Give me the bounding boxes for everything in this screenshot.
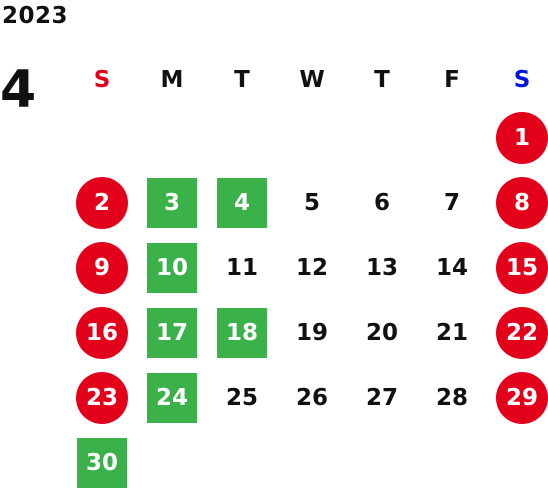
day-number: 8 [496,176,548,229]
calendar-grid: S M T W T F S 1 2 3 4 5 6 7 8 9 10 11 12… [67,55,548,495]
day-cell-empty [277,112,347,164]
weekday-wednesday: W [299,67,325,93]
day-cell-empty [137,112,207,164]
day-number: 5 [303,189,320,216]
weekday-sunday: S [93,67,111,93]
day-cell-empty [137,437,207,489]
day-cell[interactable]: 4 [207,177,277,228]
day-number: 23 [76,371,128,424]
week-row: 2 3 4 5 6 7 8 [67,170,548,235]
day-cell[interactable]: 22 [487,306,548,359]
day-cell[interactable]: 30 [67,437,137,488]
day-number: 27 [365,384,398,411]
day-cell-empty [347,437,417,489]
week-row: 16 17 18 19 20 21 22 [67,300,548,365]
day-cell[interactable]: 3 [137,177,207,228]
day-number: 4 [217,177,267,228]
day-cell[interactable]: 17 [137,307,207,358]
day-number: 21 [435,319,468,346]
day-cell[interactable]: 6 [347,177,417,229]
day-cell[interactable]: 9 [67,241,137,294]
day-cell[interactable]: 21 [417,307,487,359]
day-cell-empty [277,437,347,489]
day-number: 11 [225,254,258,281]
day-cell[interactable]: 29 [487,371,548,424]
day-cell-empty [347,112,417,164]
day-cell[interactable]: 26 [277,372,347,424]
day-number: 19 [295,319,328,346]
day-cell[interactable]: 27 [347,372,417,424]
weekday-friday: F [444,67,460,93]
day-cell[interactable]: 23 [67,371,137,424]
day-cell[interactable]: 11 [207,242,277,294]
day-cell[interactable]: 8 [487,176,548,229]
day-number: 18 [217,307,267,358]
day-cell-empty [207,112,277,164]
day-number: 9 [76,241,128,294]
day-number: 3 [147,177,197,228]
weekday-saturday: S [513,67,531,93]
day-cell[interactable]: 7 [417,177,487,229]
day-cell[interactable]: 24 [137,372,207,423]
week-row: 30 [67,430,548,495]
day-cell[interactable]: 18 [207,307,277,358]
day-cell[interactable]: 1 [487,111,548,164]
week-row: 1 [67,105,548,170]
day-cell[interactable]: 10 [137,242,207,293]
day-number: 10 [147,242,197,293]
weekday-header-row: S M T W T F S [67,55,548,105]
day-number: 6 [373,189,390,216]
day-cell[interactable]: 12 [277,242,347,294]
year-label: 2023 [2,3,69,29]
day-number: 15 [496,241,548,294]
day-cell[interactable]: 19 [277,307,347,359]
week-row: 23 24 25 26 27 28 29 [67,365,548,430]
day-cell-empty [487,437,548,489]
day-number: 2 [76,176,128,229]
day-number: 25 [225,384,258,411]
day-number: 30 [77,437,127,488]
weekday-monday: M [160,67,184,93]
day-cell-empty [417,112,487,164]
day-number: 28 [435,384,468,411]
day-cell[interactable]: 20 [347,307,417,359]
day-cell[interactable]: 14 [417,242,487,294]
day-cell[interactable]: 28 [417,372,487,424]
day-cell[interactable]: 5 [277,177,347,229]
day-cell-empty [67,112,137,164]
day-number: 24 [147,372,197,423]
day-cell-empty [207,437,277,489]
day-cell[interactable]: 25 [207,372,277,424]
day-number: 7 [443,189,460,216]
week-row: 9 10 11 12 13 14 15 [67,235,548,300]
day-cell[interactable]: 13 [347,242,417,294]
day-cell[interactable]: 2 [67,176,137,229]
day-cell-empty [417,437,487,489]
day-number: 29 [496,371,548,424]
day-number: 16 [76,306,128,359]
day-cell[interactable]: 15 [487,241,548,294]
day-number: 12 [295,254,328,281]
weekday-tuesday: T [234,67,250,93]
day-number: 22 [496,306,548,359]
day-cell[interactable]: 16 [67,306,137,359]
day-number: 13 [365,254,398,281]
weekday-thursday: T [374,67,390,93]
day-number: 20 [365,319,398,346]
day-number: 17 [147,307,197,358]
month-label: 4 [0,60,37,120]
day-number: 26 [295,384,328,411]
day-number: 14 [435,254,468,281]
day-number: 1 [496,111,548,164]
